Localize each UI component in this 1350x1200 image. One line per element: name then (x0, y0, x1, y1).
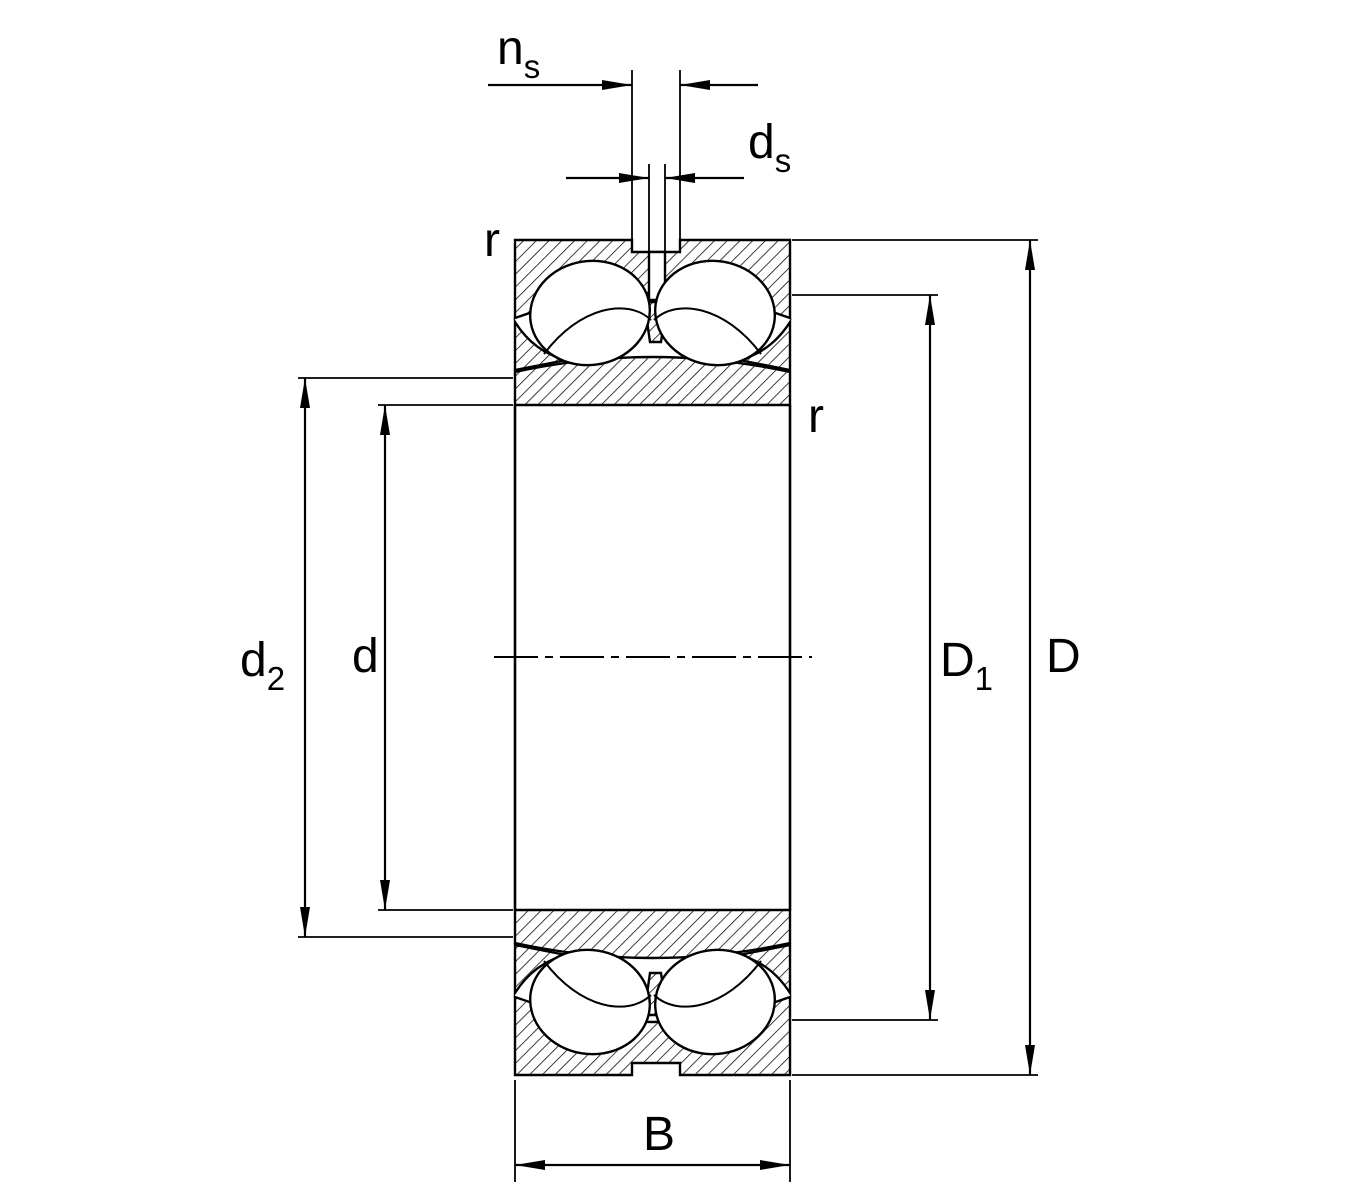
label-d2: d2 (240, 634, 285, 697)
label-ds: ds (748, 116, 791, 179)
inner-ring-top-section (513, 355, 792, 407)
dimension-labels: ns ds r r d2 d D1 D B (240, 22, 1081, 1161)
cage-line-top-right (653, 307, 762, 355)
label-r-top: r (484, 214, 500, 267)
inner-ring-bottom-section (513, 908, 792, 960)
bearing-cross-section (494, 238, 812, 1077)
label-B: B (643, 1108, 675, 1161)
label-D1: D1 (940, 634, 993, 697)
roller-top-left (528, 259, 652, 367)
roller-bottom-right (653, 948, 777, 1056)
extension-lines (298, 70, 1038, 1182)
label-r-right: r (808, 390, 824, 443)
label-D: D (1046, 630, 1081, 683)
cage-line-bottom-left (543, 960, 652, 1008)
cage-line-top-left (543, 307, 652, 355)
label-ns: ns (497, 22, 540, 85)
label-d: d (352, 630, 379, 683)
cage-line-bottom-right (653, 960, 762, 1008)
roller-top-right (653, 259, 777, 367)
roller-bottom-left (528, 948, 652, 1056)
dimension-lines (300, 80, 1035, 1170)
